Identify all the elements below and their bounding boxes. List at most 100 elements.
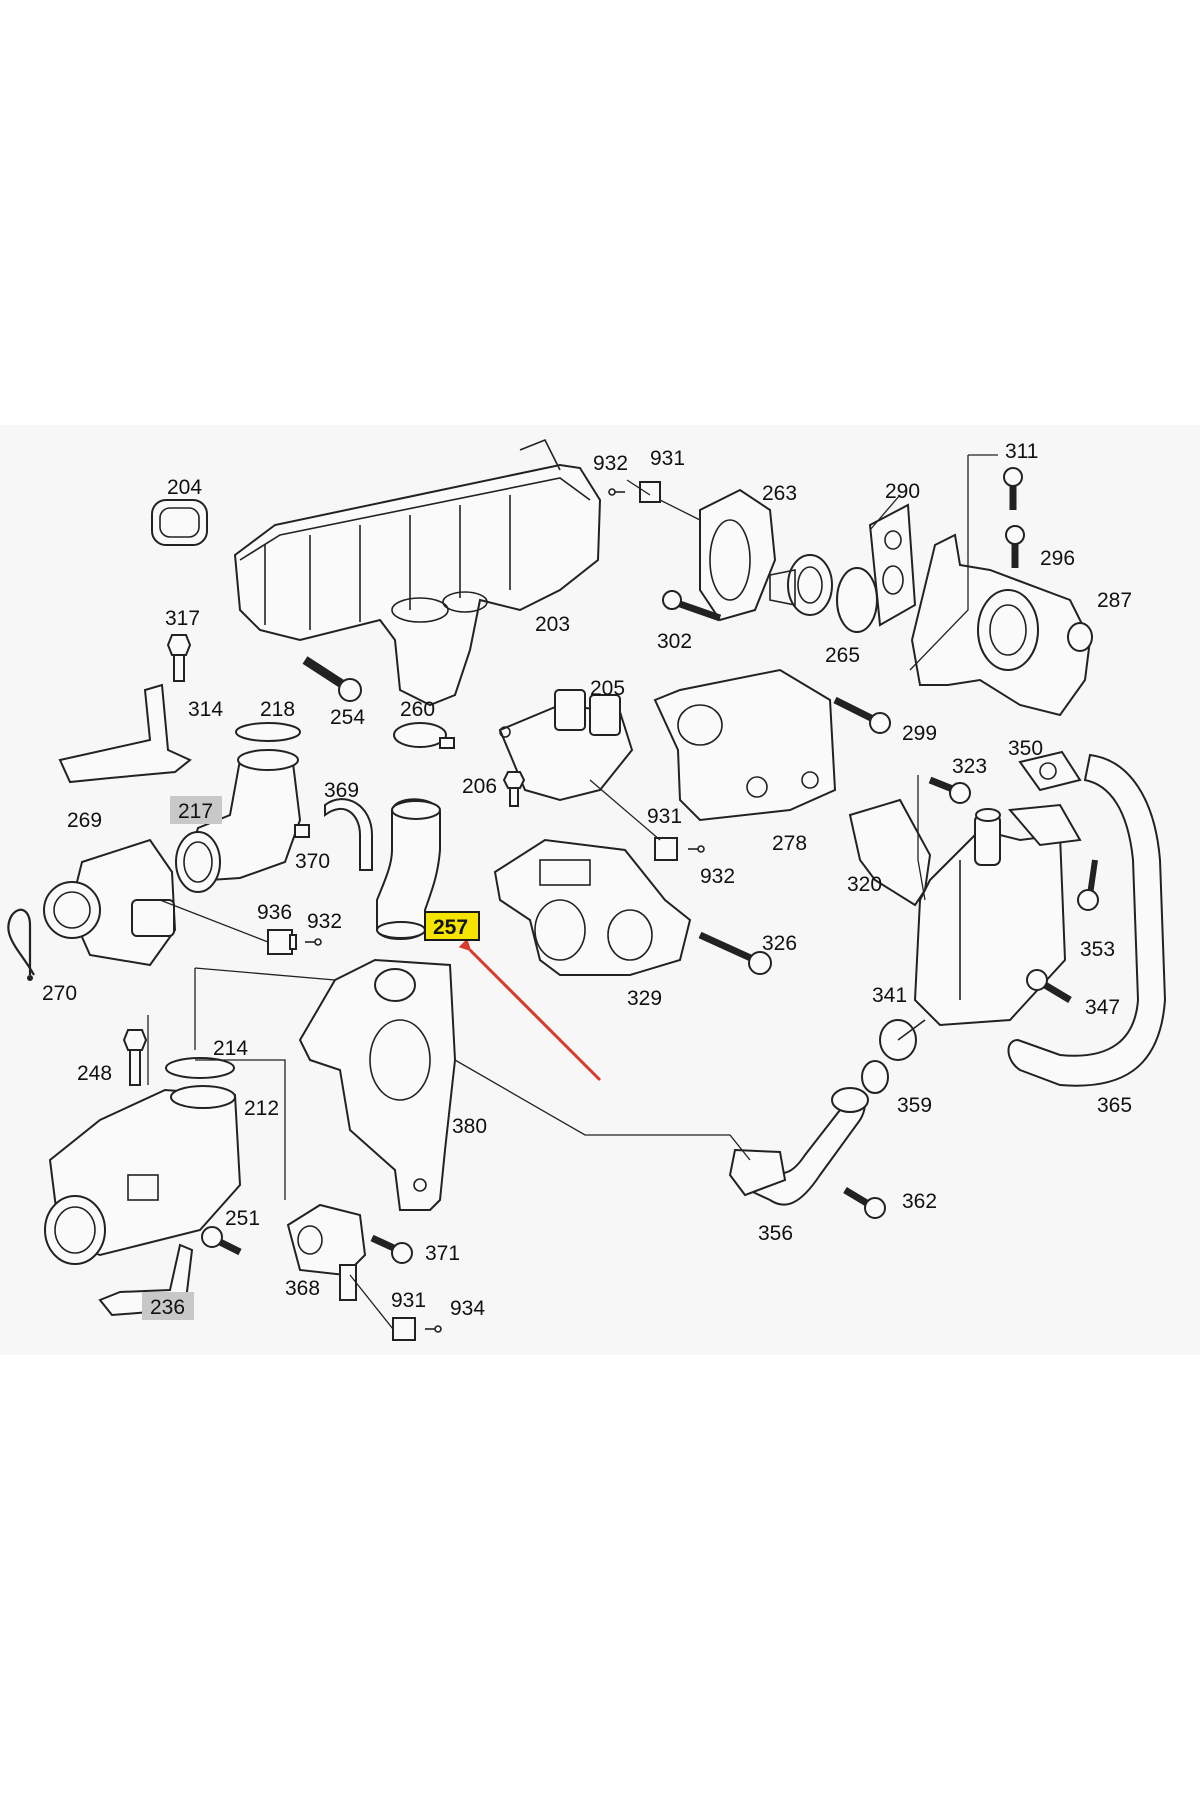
label-347: 347 <box>1085 996 1120 1019</box>
label-356: 356 <box>758 1222 793 1245</box>
part-254-bolt <box>302 656 362 702</box>
part-323-bolt <box>928 776 971 804</box>
part-287-housing <box>910 533 1093 717</box>
label-350: 350 <box>1008 737 1043 760</box>
label-269: 269 <box>67 809 102 832</box>
part-299-bolt <box>833 696 891 734</box>
label-260: 260 <box>400 698 435 721</box>
part-212-housing <box>44 1085 242 1265</box>
part-931-connector-top <box>608 481 661 503</box>
label-368: 368 <box>285 1277 320 1300</box>
label-932-middle: 932 <box>700 865 735 888</box>
label-299: 299 <box>902 722 937 745</box>
label-370: 370 <box>295 850 330 873</box>
label-936: 936 <box>257 901 292 924</box>
part-214-ring <box>165 1057 235 1079</box>
part-317-bolt <box>166 634 192 682</box>
leader-lines <box>147 454 998 1330</box>
label-369: 369 <box>324 779 359 802</box>
label-311: 311 <box>1005 440 1038 463</box>
part-248-bolt <box>122 1029 148 1086</box>
label-248: 248 <box>77 1062 112 1085</box>
part-257-hose <box>376 798 441 940</box>
part-326-bolt <box>698 931 772 975</box>
label-257-tag <box>424 911 480 941</box>
part-359-seal-ring <box>861 1060 889 1094</box>
label-314: 314 <box>188 698 223 721</box>
label-932-top: 932 <box>593 452 628 475</box>
part-356-egr-pipe <box>728 1087 869 1206</box>
label-205: 205 <box>590 677 625 700</box>
label-296: 296 <box>1040 547 1075 570</box>
label-302: 302 <box>657 630 692 653</box>
label-317: 317 <box>165 607 200 630</box>
label-931-middle: 931 <box>647 805 682 828</box>
label-206: 206 <box>462 775 497 798</box>
part-370-clip <box>294 824 310 838</box>
part-217-elbow-pipe <box>175 749 302 893</box>
label-270: 270 <box>42 982 77 1005</box>
part-278-bracket <box>653 668 837 822</box>
part-296-bolt <box>1005 525 1025 568</box>
part-269-throttle-body <box>43 838 177 967</box>
label-257: 257 <box>433 916 468 939</box>
part-350-gasket <box>1018 750 1082 792</box>
label-218: 218 <box>260 698 295 721</box>
part-263-valve <box>699 488 833 622</box>
part-347-bolt <box>1026 969 1072 1004</box>
part-270-clip-end <box>27 975 33 981</box>
label-931-top: 931 <box>650 447 685 470</box>
label-217: 217 <box>178 800 213 823</box>
part-380-valve-body <box>298 958 457 1211</box>
label-934: 934 <box>450 1297 485 1320</box>
part-260-clamp <box>393 722 455 749</box>
part-931-connector-middle <box>654 837 705 861</box>
label-341: 341 <box>872 984 907 1007</box>
part-369-small-hose <box>324 798 373 871</box>
part-218-ring <box>235 722 301 742</box>
part-270-wire-clip <box>7 908 35 976</box>
label-236-tag <box>142 1292 194 1320</box>
part-365-coolant-hose <box>1007 753 1167 1087</box>
part-265-gasket <box>836 567 878 633</box>
label-320: 320 <box>847 873 882 896</box>
label-278: 278 <box>772 832 807 855</box>
part-320-heat-shield <box>848 798 932 907</box>
label-329: 329 <box>627 987 662 1010</box>
label-287: 287 <box>1097 589 1132 612</box>
part-290-gasket-plate <box>868 503 917 627</box>
label-371: 371 <box>425 1242 460 1265</box>
part-314-bracket <box>58 683 192 784</box>
part-371-bolt <box>370 1234 413 1264</box>
label-254: 254 <box>330 706 365 729</box>
callout-labels: 204 203 317 314 254 218 217 260 205 206 … <box>42 440 1132 1320</box>
label-203: 203 <box>535 613 570 636</box>
label-359: 359 <box>897 1094 932 1117</box>
part-205-actuator <box>498 689 634 802</box>
label-290: 290 <box>885 480 920 503</box>
label-263: 263 <box>762 482 797 505</box>
label-265: 265 <box>825 644 860 667</box>
label-932-left: 932 <box>307 910 342 933</box>
part-329-housing <box>493 838 692 976</box>
part-206-bolt <box>502 771 526 807</box>
part-311-bolt <box>1003 467 1023 510</box>
part-353-bolt <box>1077 859 1099 911</box>
part-204-gasket <box>151 499 208 546</box>
part-203-intake-manifold <box>233 438 602 707</box>
pointer-arrow <box>458 938 602 1082</box>
part-302-bolt <box>662 590 722 622</box>
label-204: 204 <box>167 476 202 499</box>
label-323: 323 <box>952 755 987 778</box>
label-353: 353 <box>1080 938 1115 961</box>
label-212: 212 <box>244 1097 279 1120</box>
label-251: 251 <box>225 1207 260 1230</box>
label-326: 326 <box>762 932 797 955</box>
label-380: 380 <box>452 1115 487 1138</box>
label-217-tag <box>170 796 222 824</box>
part-251-bolt <box>201 1226 242 1256</box>
label-362: 362 <box>902 1190 937 1213</box>
label-931-bottom: 931 <box>391 1289 426 1312</box>
part-204-gasket-inner <box>159 507 200 538</box>
